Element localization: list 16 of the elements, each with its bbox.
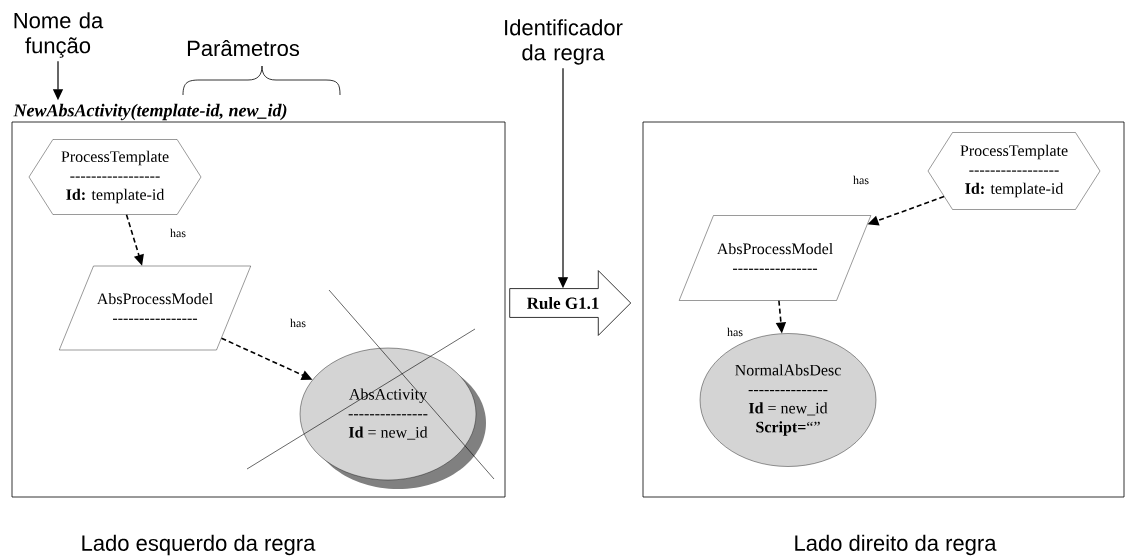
edge-label: has <box>289 317 307 329</box>
ellipse-node: AbsActivity --------------- Id = new_id <box>299 347 486 489</box>
node-label: Lado esquerdo da regra <box>82 534 316 556</box>
edge-label: has <box>852 174 870 186</box>
annotation-text: Nome da função <box>14 12 104 58</box>
annotation-text: Parâmetros <box>187 39 300 57</box>
annotation-text: Identificador da regra <box>505 19 623 65</box>
parallelogram-node: AbsProcessModel ---------------- <box>59 265 251 351</box>
rule-side-panel <box>642 121 1125 498</box>
parallelogram-node: AbsProcessModel ---------------- <box>678 215 872 301</box>
node-label: Lado direito da regra <box>795 534 997 556</box>
function-signature: NewAbsActivity(template-id, new_id) <box>13 103 287 121</box>
hexagon-node: ProcessTemplate ----------------- Id: template-id <box>28 139 202 215</box>
rule-side-panel <box>11 121 506 498</box>
hexagon-node: ProcessTemplate ----------------- Id: template-id <box>927 132 1101 210</box>
edge-label: has <box>169 227 187 239</box>
